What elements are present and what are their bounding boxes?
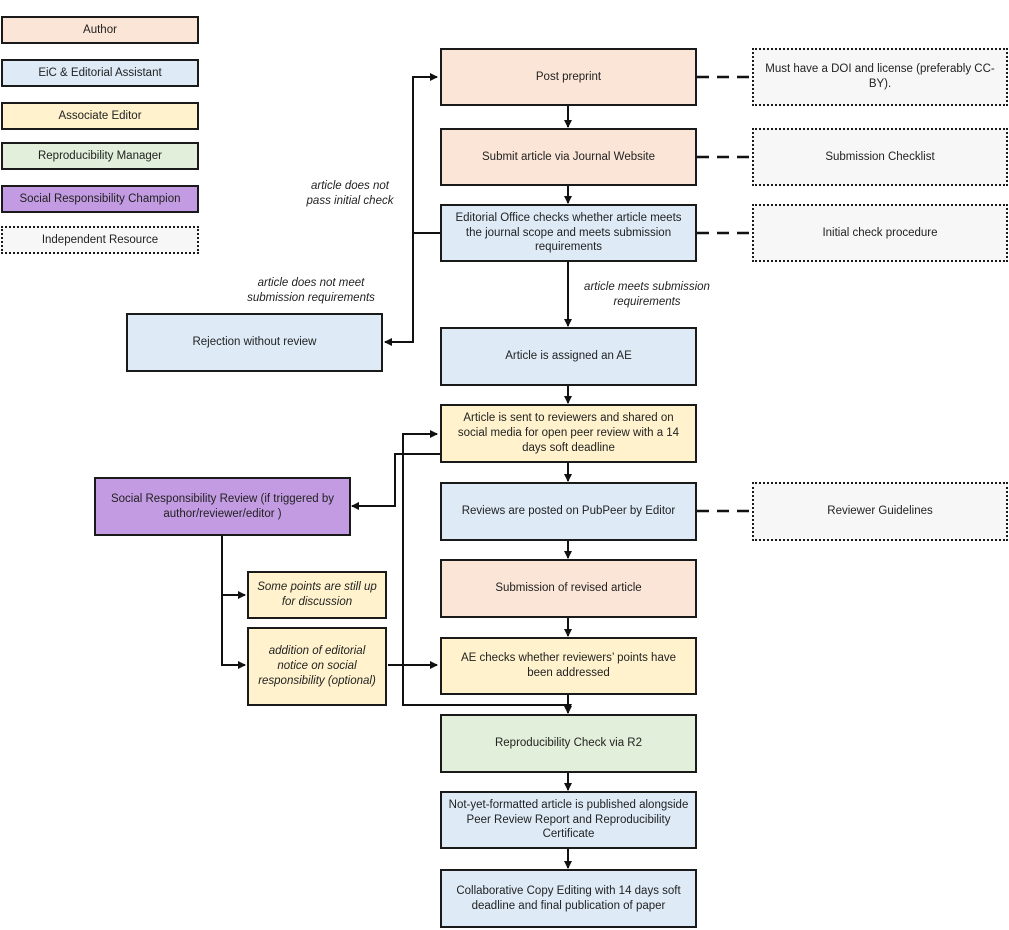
resource-doi-license-label: Must have a DOI and license (preferably … [765,63,995,90]
node-assigned-ae-label: Article is assigned an AE [505,350,632,363]
resource-initial-check-label: Initial check procedure [822,226,938,239]
node-rejection: Rejection without review [126,313,383,372]
node-copy-editing-label: Collaborative Copy Editing with 14 days … [456,884,681,912]
node-editorial-notice: addition of editorial notice on social r… [247,627,387,706]
arrow-to-rejection [384,233,414,346]
node-post-preprint: Post preprint [440,48,697,106]
legend-independent: Independent Resource [1,226,199,254]
arrow-branch-social [351,453,440,510]
arrow-branch-back-sent [395,430,438,455]
node-revised-article: Submission of revised article [440,559,697,618]
node-copy-editing: Collaborative Copy Editing with 14 days … [440,869,697,928]
annotation-meets-requirements: article meets submission requirements [584,281,710,308]
node-reviews-posted: Reviews are posted on PubPeer by Editor [440,482,697,541]
resource-checklist-label: Submission Checklist [825,150,935,163]
node-editorial-check: Editorial Office checks whether article … [440,204,697,262]
node-editorial-check-label: Editorial Office checks whether article … [455,211,682,254]
node-social-review: Social Responsibility Review (if trigger… [94,477,351,536]
legend-eic: EiC & Editorial Assistant [1,59,199,87]
legend-ae: Associate Editor [1,102,199,130]
node-submit-article-label: Submit article via Journal Website [482,150,655,163]
node-sent-reviewers-label: Article is sent to reviewers and shared … [457,412,680,454]
legend-author-label: Author [83,23,117,36]
legend-repro-label: Reproducibility Manager [37,149,162,162]
node-points-discussion: Some points are still up for discussion [247,571,387,619]
node-ae-checks-label: AE checks whether reviewers’ points have… [461,652,676,679]
node-repro-check: Reproducibility Check via R2 [440,714,697,773]
resource-reviewer-guidelines-label: Reviewer Guidelines [827,505,933,518]
node-repro-check-label: Reproducibility Check via R2 [494,737,642,750]
node-post-preprint-label: Post preprint [535,70,602,83]
annotation-not-meet-requirements: article does not meet submission require… [247,277,375,304]
node-editorial-notice-label: addition of editorial notice on social r… [258,645,376,687]
node-reviews-posted-label: Reviews are posted on PubPeer by Editor [461,505,676,518]
annotation-not-pass-initial: article does not pass initial check [306,180,394,207]
legend-author: Author [1,16,199,44]
legend-eic-label: EiC & Editorial Assistant [38,66,162,79]
arrow-loop-to-preprint [412,73,440,234]
node-revised-article-label: Submission of revised article [495,582,642,595]
legend-repro: Reproducibility Manager [1,142,199,170]
resource-doi-license: Must have a DOI and license (preferably … [752,48,1008,106]
node-assigned-ae: Article is assigned an AE [440,327,697,386]
legend-ae-label: Associate Editor [58,109,142,122]
resource-reviewer-guidelines: Reviewer Guidelines [752,482,1008,541]
node-published-label: Not-yet-formatted article is published a… [448,798,689,841]
legend-independent-label: Independent Resource [41,233,159,246]
node-ae-checks: AE checks whether reviewers’ points have… [440,637,697,695]
legend-social-label: Social Responsibility Champion [19,192,181,205]
node-points-discussion-label: Some points are still up for discussion [257,581,377,608]
node-rejection-label: Rejection without review [192,336,317,349]
node-social-review-label: Social Responsibility Review (if trigger… [110,492,335,520]
node-sent-reviewers: Article is sent to reviewers and shared … [440,404,697,463]
resource-checklist: Submission Checklist [752,128,1008,186]
arrow-social-points [221,536,246,599]
node-submit-article: Submit article via Journal Website [440,128,697,186]
arrow-social-notice [221,595,246,669]
legend-social: Social Responsibility Champion [1,185,199,213]
arrow-branch-to-repro [402,454,572,712]
node-published: Not-yet-formatted article is published a… [440,791,697,849]
resource-initial-check: Initial check procedure [752,204,1008,262]
